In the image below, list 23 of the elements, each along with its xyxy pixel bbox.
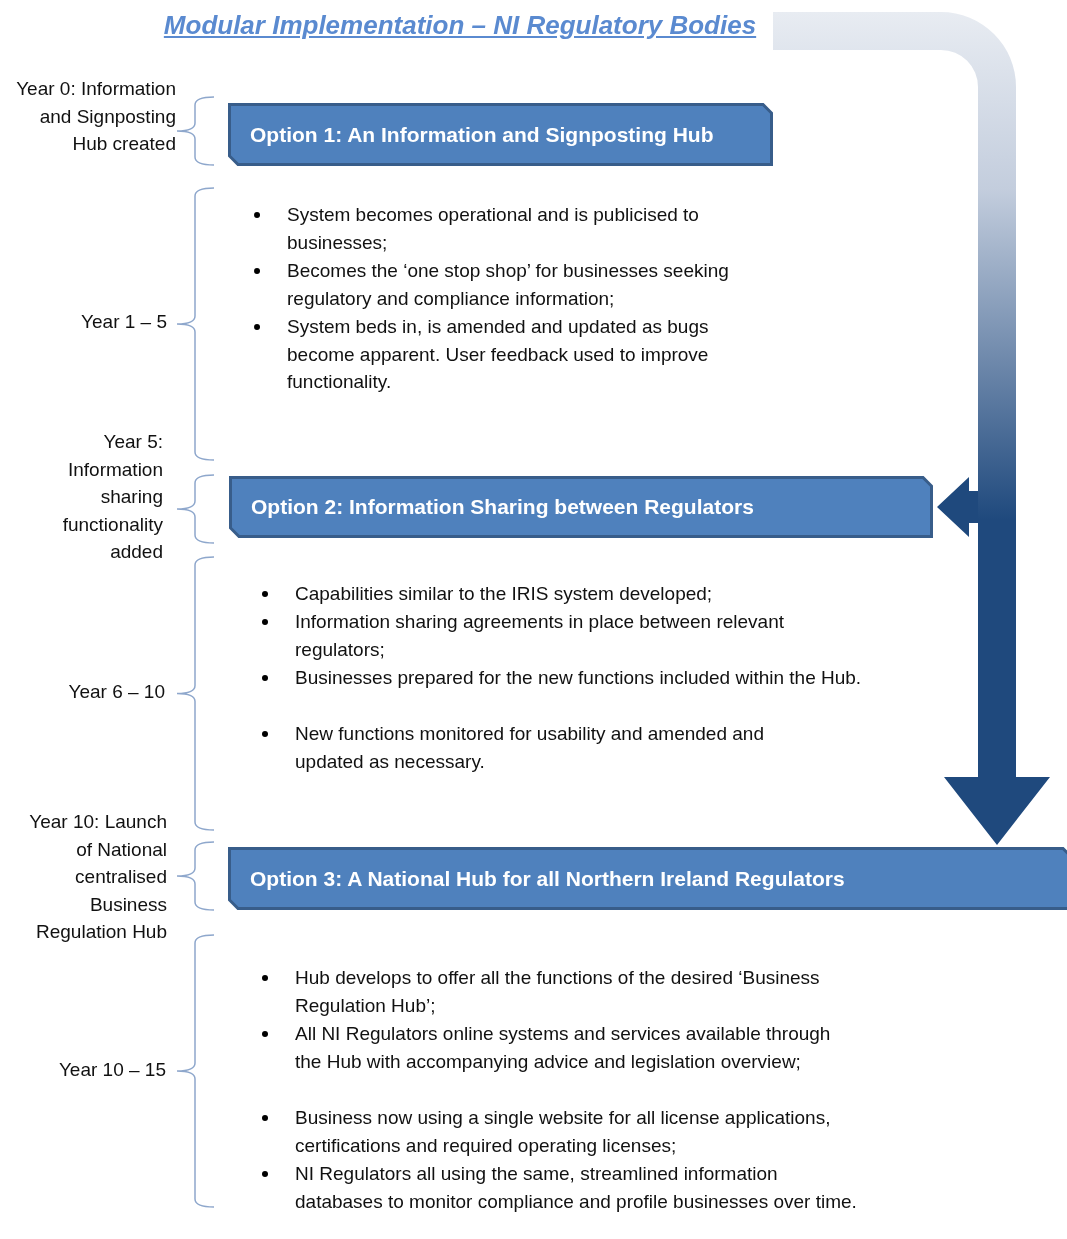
bullet-point: Business now using a single website for all license applications, certifications and required operating licenses; [259, 1104, 839, 1159]
timeline-label: Year 0: Information and Signposting Hub created [15, 77, 176, 156]
bullet-point: All NI Regulators online systems and services available through the Hub with accompanying advice and legislation overview; [259, 1020, 839, 1075]
bullet-point: Hub develops to offer all the functions of the desired ‘Business Regulation Hub’; [259, 964, 879, 1019]
option-banner: Option 1: An Information and Signposting Hub [228, 103, 773, 166]
bullet-point: Businesses prepared for the new functions included within the Hub. [259, 664, 879, 692]
bullet-point: Information sharing agreements in place between relevant regulators; [259, 608, 839, 663]
timeline-label: Year 10 – 15 [57, 1058, 166, 1082]
bullet-point: NI Regulators all using the same, streamlined information databases to monitor compliance and profile businesses over time. [259, 1160, 869, 1215]
bullet-point: System beds in, is amended and updated as bugs become apparent. User feedback used to improve functionality. [251, 313, 751, 396]
timeline-label: Year 1 – 5 [80, 310, 167, 334]
timeline-label: Year 5: Information sharing functionality added [61, 430, 163, 564]
bullet-point: New functions monitored for usability and amended and updated as necessary. [259, 720, 819, 775]
bullet-point: Becomes the ‘one stop shop’ for businesses seeking regulatory and compliance information; [251, 257, 751, 312]
arrow [937, 477, 978, 537]
timeline-label: Year 6 – 10 [67, 680, 165, 704]
option-banner: Option 2: Information Sharing between Regulators [229, 476, 933, 538]
option-banner: Option 3: A National Hub for all Northern Ireland Regulators [228, 847, 1067, 910]
diagram-title: Modular Implementation – NI Regulatory Bodies [162, 10, 758, 41]
bullet-point: Capabilities similar to the IRIS system developed; [259, 580, 879, 608]
bullet-point: System becomes operational and is publicised to businesses; [251, 201, 751, 256]
curved-arrow [773, 12, 1050, 845]
timeline-label: Year 10: Launch of National centralised Business Regulation Hub [28, 810, 167, 944]
